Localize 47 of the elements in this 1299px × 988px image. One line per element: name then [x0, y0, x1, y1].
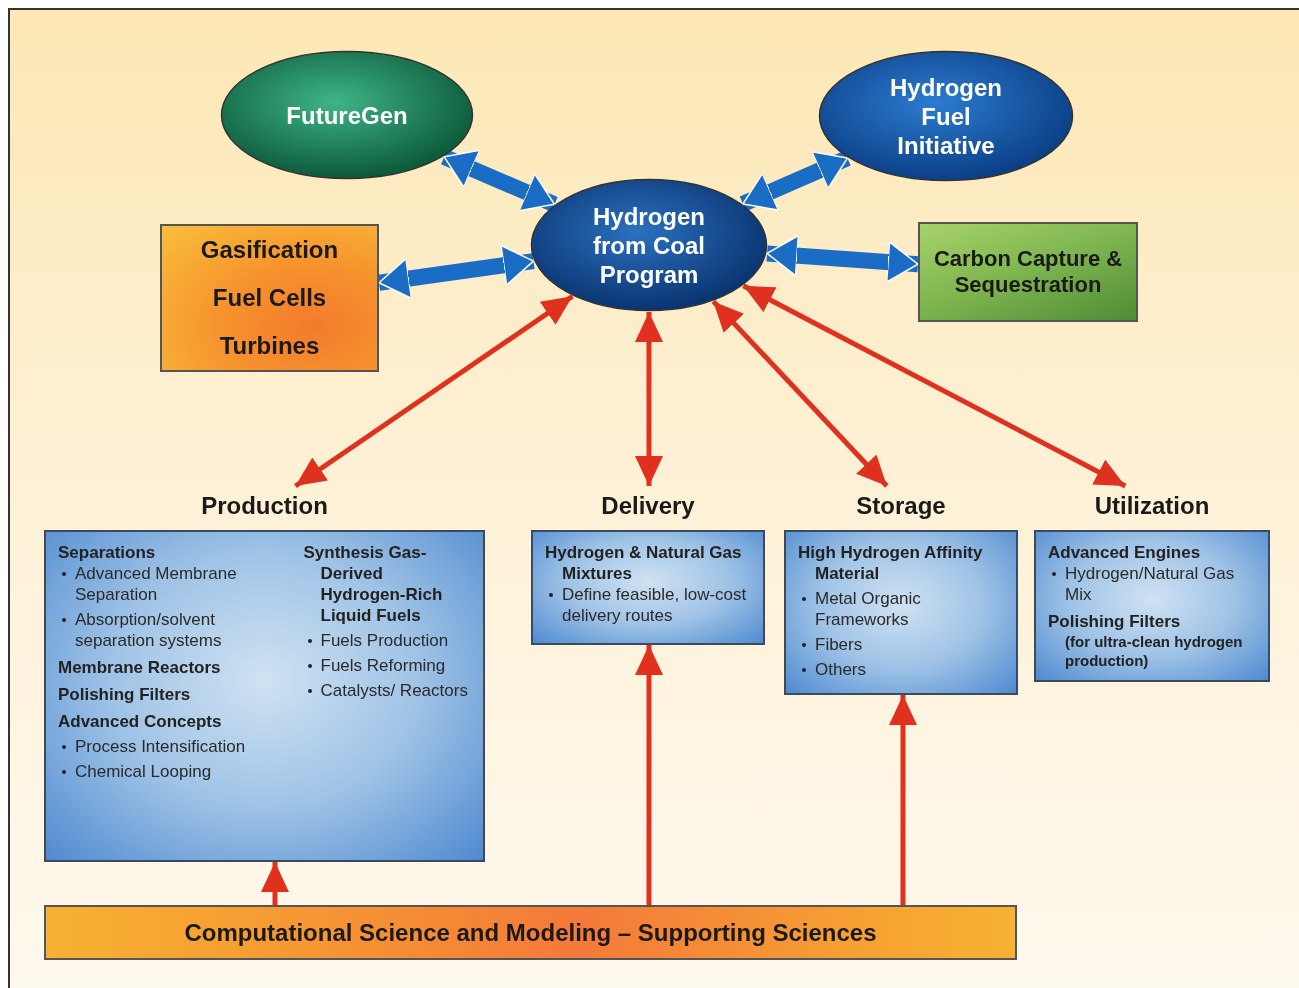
section-heading: Storage	[855, 491, 947, 521]
section-heading: Utilization	[1093, 491, 1211, 521]
bullet-item: Fuels Reforming	[303, 655, 471, 676]
topic-heading: High Hydrogen Affinity Material	[798, 542, 984, 584]
topic-heading: Advanced Engines	[1048, 542, 1202, 563]
bullet-item: Process Intensification	[58, 736, 290, 757]
bullet-item: Fibers	[798, 634, 1004, 655]
section-heading: Production	[200, 491, 329, 521]
bar-label: Computational Science and Modeling – Supporting Sciences	[184, 918, 877, 947]
bullet-item: Others	[798, 659, 1004, 680]
double-arrow	[294, 294, 574, 489]
bullet-item: Absorption/solvent separation systems	[58, 609, 290, 651]
bullet-item: Advanced Membrane Separation	[58, 563, 290, 605]
process-box	[160, 224, 379, 372]
box-label: Gasification	[200, 236, 339, 264]
topic-heading: Polishing Filters	[1048, 611, 1182, 632]
double-arrow	[711, 299, 889, 488]
bullet-item: Define feasible, low-cost delivery routes	[545, 584, 751, 626]
topic-heading: Separations	[58, 542, 157, 563]
double-arrow	[766, 234, 919, 283]
topic-heading: Synthesis Gas-Derived Hydrogen-Rich Liquid Fuels	[303, 542, 444, 626]
node-label: FutureGen	[286, 100, 408, 130]
box-label: Carbon Capture & Sequestration	[932, 246, 1124, 298]
double-arrow	[739, 150, 851, 212]
topic-heading: Hydrogen & Natural Gas Mixtures	[545, 542, 743, 584]
arrow	[635, 645, 663, 905]
double-arrow	[441, 149, 558, 212]
section-heading: Delivery	[600, 491, 696, 521]
topic-heading: Advanced Concepts	[58, 711, 223, 732]
topic-heading: Membrane Reactors	[58, 657, 222, 678]
bullet-item: Metal Organic Frameworks	[798, 588, 1004, 630]
arrow	[261, 862, 289, 905]
box-label: Turbines	[219, 332, 320, 360]
node-label: Hydrogen from Coal Program	[592, 201, 706, 289]
note-text: (for ultra-clean hydrogen production)	[1064, 632, 1244, 670]
arrow	[889, 695, 917, 905]
process-box	[918, 222, 1138, 322]
node-label: Hydrogen Fuel Initiative	[889, 72, 1003, 160]
bullet-item: Catalysts/ Reactors	[303, 680, 471, 701]
box-label: Fuel Cells	[212, 284, 327, 312]
double-arrow	[635, 312, 663, 486]
double-arrow	[742, 283, 1127, 489]
foundation-bar	[44, 905, 1017, 960]
topic-heading: Polishing Filters	[58, 684, 192, 705]
bullet-item: Hydrogen/Natural Gas Mix	[1048, 563, 1256, 605]
bullet-item: Fuels Production	[303, 630, 471, 651]
bullet-item: Chemical Looping	[58, 761, 290, 782]
